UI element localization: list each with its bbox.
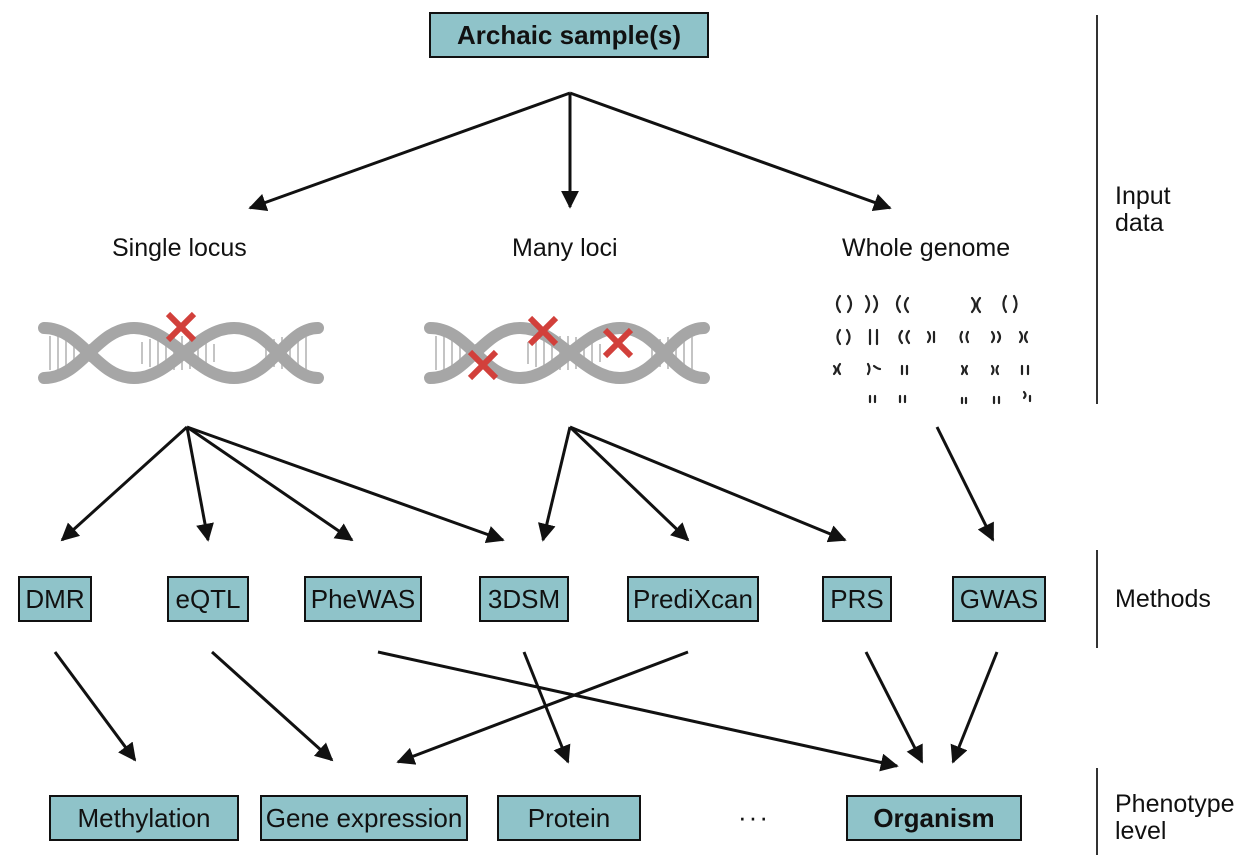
arrow-single-to-3dsm (186, 425, 505, 544)
phenotype-arrows (53, 650, 999, 772)
method-dmr-box: DMR (18, 576, 92, 622)
mutation-cross-icon (467, 349, 499, 381)
method-3dsm-box: 3DSM (479, 576, 569, 622)
arrow-archaic-to-whole-genome (569, 91, 892, 211)
karyotype-icon (832, 294, 1032, 405)
arrow-single-to-eqtl (185, 426, 214, 542)
phenotype-protein-box: Protein (497, 795, 641, 841)
mutation-cross-icon (165, 311, 197, 343)
arrow-single-to-dmr (60, 425, 189, 542)
arrow-genome-to-gwas (935, 426, 995, 542)
side-label-input-data: Input data (1115, 182, 1171, 237)
phenotype-methylation-box: Methylation (49, 795, 239, 841)
phenotype-ellipsis: ··· (738, 802, 770, 832)
side-label-methods: Methods (1115, 585, 1211, 613)
arrow-prs-to-organism (864, 651, 924, 764)
input-arrows (248, 91, 892, 211)
arrow-gwas-to-organism (950, 651, 999, 764)
arrow-many-to-prs (569, 425, 847, 543)
whole-genome-label: Whole genome (842, 234, 1011, 262)
arrow-phewas-to-organism (377, 650, 899, 772)
archaic-samples-box: Archaic sample(s) (429, 12, 709, 58)
method-gwas-box: GWAS (952, 576, 1046, 622)
single-locus-label: Single locus (112, 234, 247, 262)
arrow-dmr-to-methylation (53, 651, 137, 762)
method-predixcan-box: PrediXcan (627, 576, 759, 622)
method-arrows (60, 425, 995, 544)
arrow-archaic-to-single-locus (248, 91, 571, 211)
mutation-cross-icon (527, 315, 559, 347)
phenotype-organism-box: Organism (846, 795, 1022, 841)
many-loci-label: Many loci (512, 234, 618, 262)
method-prs-box: PRS (822, 576, 892, 622)
arrow-single-to-phewas (186, 425, 354, 542)
mutation-cross-icon (602, 327, 634, 359)
arrow-predixcan-to-gene-expression (396, 650, 689, 765)
method-phewas-box: PheWAS (304, 576, 422, 622)
phenotype-gene-expression-box: Gene expression (260, 795, 468, 841)
single-locus-dna-icon (38, 321, 324, 385)
side-label-phenotype-level: Phenotype level (1115, 790, 1235, 845)
arrow-eqtl-to-gene-expression (210, 650, 334, 762)
method-eqtl-box: eQTL (167, 576, 249, 622)
arrow-many-to-3dsm (538, 426, 572, 542)
arrow-many-to-predixcan (568, 425, 690, 542)
